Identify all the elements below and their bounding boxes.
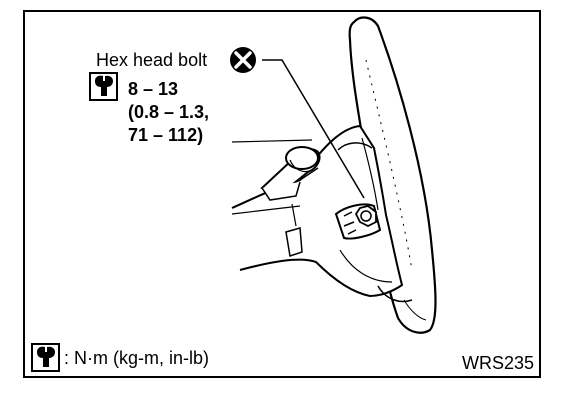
- part-label: Hex head bolt: [96, 50, 208, 70]
- torque-value-nm: 8 – 13: [128, 79, 179, 99]
- torque-wrench-icon: [89, 72, 118, 101]
- figure-code: WRS235: [462, 353, 535, 373]
- figure-frame: [23, 10, 541, 378]
- torque-value-kgm: (0.8 – 1.3,: [128, 102, 210, 122]
- combination-switch-stalk: [260, 146, 321, 201]
- torque-units-legend: : N·m (kg-m, in-lb): [64, 348, 209, 368]
- legend-torque-wrench-icon: [31, 343, 60, 372]
- leader-line: [262, 59, 365, 199]
- x-circle-icon: [230, 47, 256, 73]
- torque-leader-line: [231, 139, 313, 143]
- hex-head-bolt: [334, 203, 382, 240]
- steering-wheel-rim: [348, 16, 437, 334]
- torque-value-inlb: 71 – 112): [128, 125, 204, 145]
